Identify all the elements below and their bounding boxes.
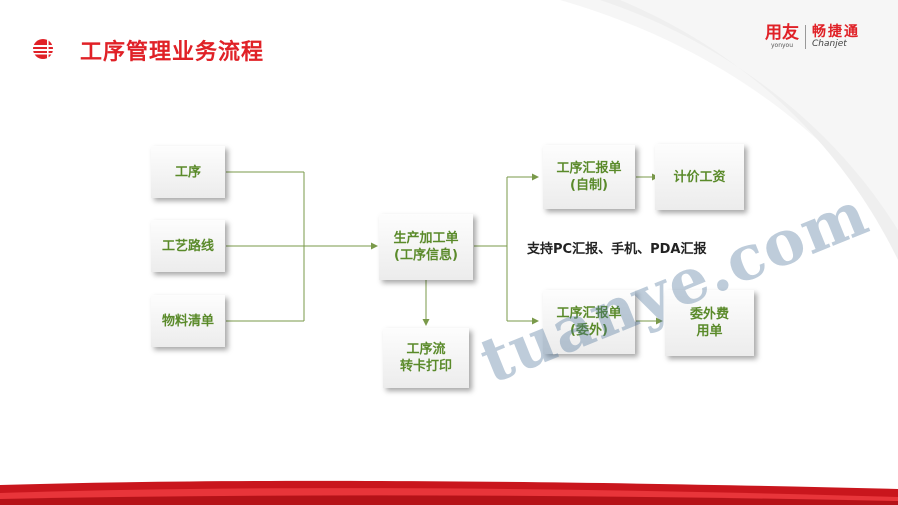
node-report-outsource: 工序汇报单 (委外) [543, 290, 635, 354]
node-report-self: 工序汇报单 (自制) [543, 145, 635, 209]
node-bom: 物料清单 [151, 295, 225, 347]
node-process: 工序 [151, 146, 225, 198]
header-logo-icon [33, 39, 53, 59]
brand-divider [805, 24, 806, 49]
yonyou-logo-en: yonyou [770, 42, 794, 49]
report-support-note: 支持PC汇报、手机、PDA汇报 [527, 242, 707, 257]
brand-logo: 用友 yonyou 畅捷通 Chanjet [765, 24, 860, 49]
node-outsource-fee: 委外费 用单 [665, 290, 754, 356]
chanjet-logo-cn: 畅捷通 [812, 24, 860, 40]
yonyou-logo: 用友 yonyou [765, 24, 799, 49]
footer-band [0, 480, 898, 505]
chanjet-logo: 畅捷通 Chanjet [812, 24, 860, 49]
node-transfer-card: 工序流 转卡打印 [383, 328, 469, 388]
node-piece-wage: 计价工资 [655, 144, 744, 210]
yonyou-logo-cn: 用友 [765, 23, 799, 43]
node-work-order: 生产加工单 (工序信息) [379, 214, 473, 280]
chanjet-logo-en: Chanjet [812, 39, 847, 49]
node-routing: 工艺路线 [151, 220, 225, 272]
page-title: 工序管理业务流程 [80, 40, 265, 65]
